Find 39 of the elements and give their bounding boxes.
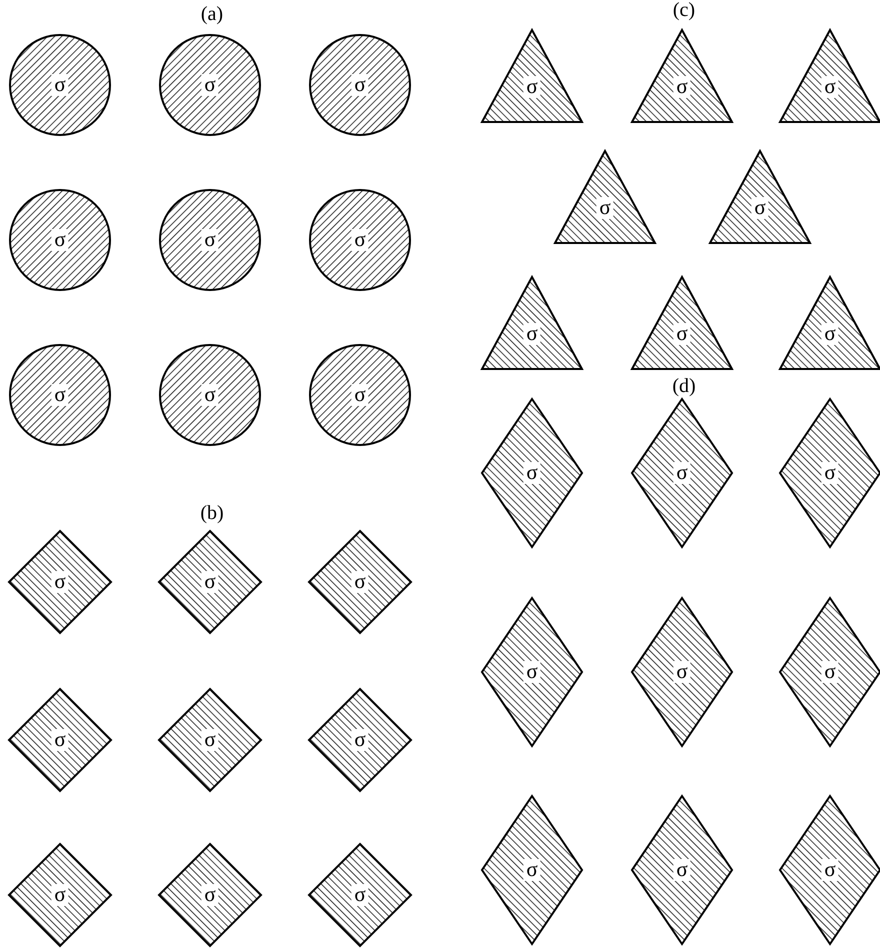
symbol-label: σ [821,859,839,881]
symbol-label: σ [673,859,691,881]
symbol-label: σ [673,661,691,683]
symbol-label: σ [201,571,219,593]
symbol-label: σ [51,884,69,906]
panel-label: (a) [200,4,224,24]
symbol-label: σ [201,384,219,406]
symbol-label: σ [821,661,839,683]
symbol-label: σ [821,462,839,484]
symbol-label: σ [596,197,614,220]
panel-label: (d) [672,376,696,396]
symbol-label: σ [673,76,691,98]
symbol-label: σ [351,571,369,593]
symbol-label: σ [201,74,219,96]
symbol-label: σ [523,859,541,881]
symbol-label: σ [51,74,69,96]
symbol-label: σ [201,729,219,751]
panel-label: (c) [672,0,696,20]
symbol-label: σ [673,323,691,346]
symbol-label: σ [351,74,369,96]
symbol-label: σ [523,323,541,346]
symbol-label: σ [351,729,369,751]
symbol-label: σ [523,462,541,484]
symbol-label: σ [351,384,369,406]
symbol-label: σ [821,76,839,98]
symbol-label: σ [821,323,839,346]
symbol-label: σ [51,729,69,751]
symbol-label: σ [673,462,691,484]
symbol-label: σ [51,384,69,406]
symbol-label: σ [201,884,219,906]
symbol-label: σ [201,229,219,251]
symbol-label: σ [351,884,369,906]
symbol-label: σ [523,76,541,98]
symbol-label: σ [51,229,69,251]
symbol-label: σ [751,197,769,220]
symbol-label: σ [351,229,369,251]
panel-label: (b) [200,503,224,523]
symbol-label: σ [523,661,541,683]
symbol-label: σ [51,571,69,593]
